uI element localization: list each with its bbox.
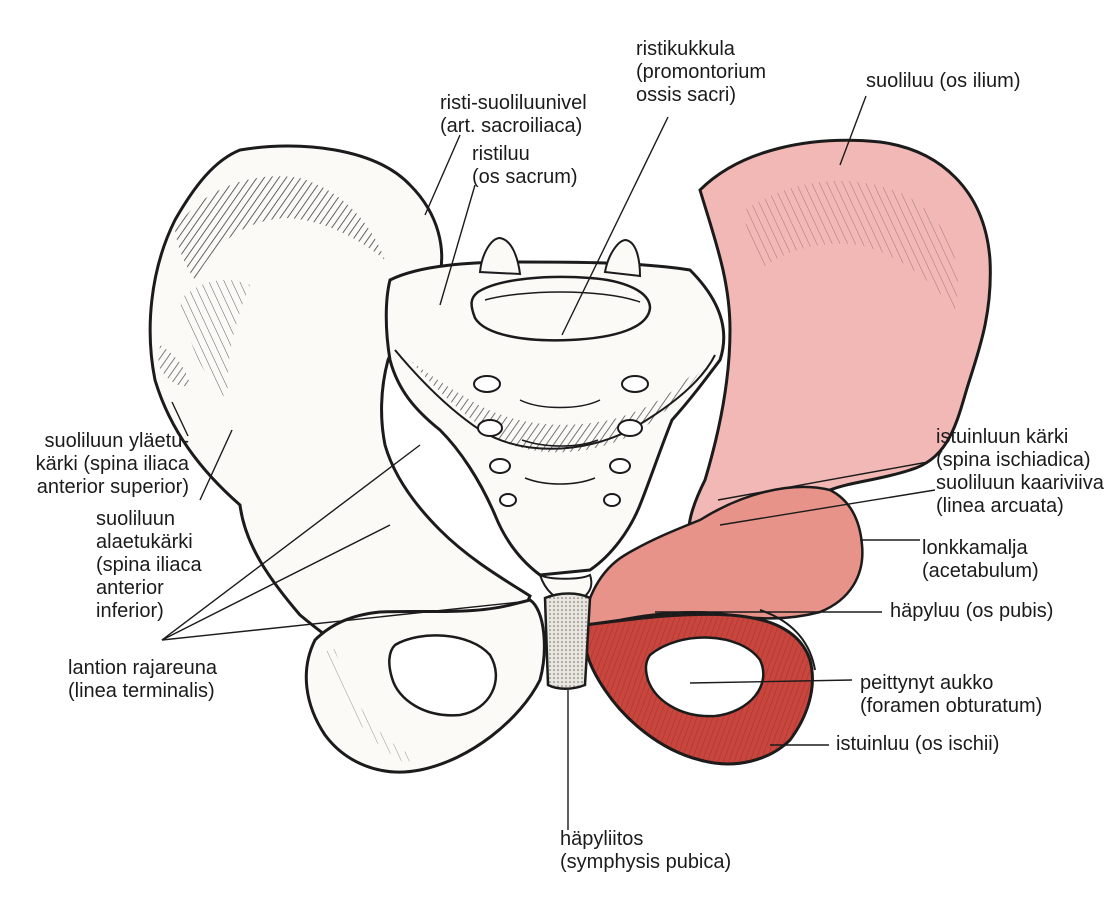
label-line: peittynyt aukko <box>860 672 1042 695</box>
label-line: ristikukkula <box>636 38 766 61</box>
label-line: alaetukärki <box>96 531 202 554</box>
label-line: ossis sacri) <box>636 84 766 107</box>
label-line: (acetabulum) <box>922 560 1039 583</box>
label-line: kärki (spina iliaca <box>36 453 189 476</box>
pubic-symphysis <box>545 594 590 689</box>
label-ischium: istuinluu (os ischii) <box>836 733 999 756</box>
label-line: (os sacrum) <box>472 166 578 189</box>
label-line: suoliluun yläetu- <box>36 430 189 453</box>
label-line: häpyliitos <box>560 828 731 851</box>
label-line: anterior superior) <box>36 476 189 499</box>
label-promontorium: ristikukkula (promontorium ossis sacri) <box>636 38 766 107</box>
label-acetabulum: lonkkamalja (acetabulum) <box>922 537 1039 583</box>
label-line: (linea terminalis) <box>68 680 217 703</box>
label-line: (spina iliaca <box>96 554 202 577</box>
label-symphysis: häpyliitos (symphysis pubica) <box>560 828 731 874</box>
label-line: (spina ischiadica) <box>936 449 1104 472</box>
label-line: lantion rajareuna <box>68 657 217 680</box>
label-sacrum: ristiluu (os sacrum) <box>472 143 578 189</box>
label-line: suoliluun kaariviiva <box>936 472 1104 495</box>
label-line: inferior) <box>96 600 202 623</box>
label-line: (promontorium <box>636 61 766 84</box>
label-pubis: häpyluu (os pubis) <box>890 600 1053 623</box>
label-line: suoliluun <box>96 508 202 531</box>
label-line: (art. sacroiliaca) <box>440 115 587 138</box>
label-sacroiliaca: risti-suoliluunivel (art. sacroiliaca) <box>440 92 587 138</box>
label-foramen-obturatum: peittynyt aukko (foramen obturatum) <box>860 672 1042 718</box>
label-line: ristiluu <box>472 143 578 166</box>
label-line: häpyluu (os pubis) <box>890 600 1053 623</box>
label-line: anterior <box>96 577 202 600</box>
label-line: istuinluu (os ischii) <box>836 733 999 756</box>
label-line: (symphysis pubica) <box>560 851 731 874</box>
label-ilium: suoliluu (os ilium) <box>866 70 1021 93</box>
label-line: istuinluun kärki <box>936 426 1104 449</box>
label-spina-ischiadica-linea-arcuata: istuinluun kärki (spina ischiadica) suol… <box>936 426 1104 518</box>
label-line: lonkkamalja <box>922 537 1039 560</box>
label-linea-terminalis: lantion rajareuna (linea terminalis) <box>68 657 217 703</box>
label-spina-iliaca-anterior-superior: suoliluun yläetu- kärki (spina iliaca an… <box>36 430 189 499</box>
label-line: suoliluu (os ilium) <box>866 70 1021 93</box>
label-line: (linea arcuata) <box>936 495 1104 518</box>
label-line: (foramen obturatum) <box>860 695 1042 718</box>
label-spina-iliaca-anterior-inferior: suoliluun alaetukärki (spina iliaca ante… <box>96 508 202 623</box>
label-line: risti-suoliluunivel <box>440 92 587 115</box>
